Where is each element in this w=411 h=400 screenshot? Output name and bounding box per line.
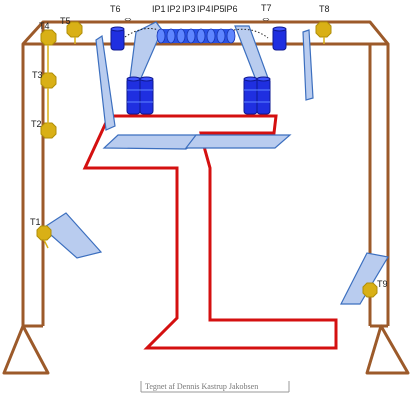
frame-right-foot xyxy=(365,324,410,375)
target-labels: T1 T2 T3 T4 T5 T6 T7 T8 T9 xyxy=(30,3,388,289)
label-t1: T1 xyxy=(30,217,41,227)
label-t5: T5 xyxy=(60,16,71,26)
panel-left-vertical xyxy=(95,34,116,131)
emitter-coils xyxy=(156,28,236,44)
platform-outline xyxy=(82,114,338,350)
drum-stack-left xyxy=(126,76,154,115)
credit-text: Tegnet af Dennis Kastrup Jakobsen xyxy=(145,382,258,391)
frame-left-foot xyxy=(2,324,50,375)
targets xyxy=(36,21,378,298)
credit-box: Tegnet af Dennis Kastrup Jakobsen xyxy=(140,381,290,393)
panel-lower-left xyxy=(42,212,103,259)
ip-labels: IP1 IP2 IP3 IP4 IP5 IP6 xyxy=(152,4,238,14)
target-t3-marker xyxy=(40,72,57,89)
panel-lower-right xyxy=(340,252,389,305)
dotted-link-left xyxy=(124,28,159,38)
emitter-bar xyxy=(157,29,235,43)
label-t7: T7 xyxy=(261,3,272,13)
label-t3: T3 xyxy=(32,70,43,80)
label-t4: T4 xyxy=(39,21,50,31)
label-ip6: IP6 xyxy=(224,4,238,14)
target-t4-marker xyxy=(40,29,57,46)
emitter-row xyxy=(124,28,269,44)
target-t5-marker xyxy=(66,21,83,38)
label-t6: T6 xyxy=(110,4,121,14)
label-ip4: IP4 xyxy=(197,4,211,14)
drum-stack-right xyxy=(243,76,271,115)
panels xyxy=(42,21,389,305)
label-ip3: IP3 xyxy=(182,4,196,14)
target-t9-marker xyxy=(362,282,378,298)
label-ip1: IP1 xyxy=(152,4,166,14)
panel-center-right-diagonal xyxy=(234,25,269,81)
frame xyxy=(2,20,410,375)
label-t9: T9 xyxy=(377,279,388,289)
panel-right-vertical xyxy=(302,29,314,101)
label-t8: T8 xyxy=(319,4,330,14)
label-ip2: IP2 xyxy=(167,4,181,14)
panel-floor-right xyxy=(184,134,292,149)
dotted-link-right xyxy=(233,28,269,39)
panel-center-left-diagonal xyxy=(129,21,163,79)
label-ip5: IP5 xyxy=(211,4,225,14)
target-t2-marker xyxy=(40,122,57,139)
panel-floor-left xyxy=(102,134,208,150)
label-t2: T2 xyxy=(31,119,42,129)
target-t1-marker xyxy=(36,225,52,241)
target-posts xyxy=(43,37,325,249)
target-t8-marker xyxy=(315,21,332,38)
platform xyxy=(82,114,338,350)
double-arrow-icon: ⇔ xyxy=(123,13,134,25)
double-arrow-icon: ⇔ xyxy=(261,13,272,25)
single-drums xyxy=(110,26,287,51)
